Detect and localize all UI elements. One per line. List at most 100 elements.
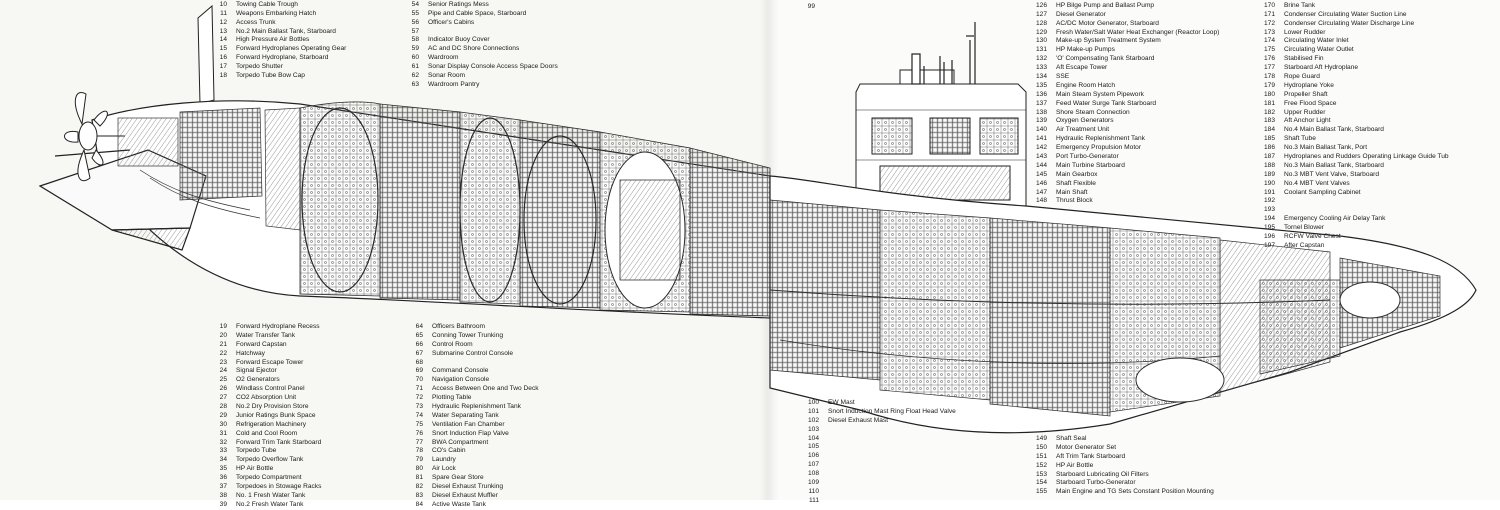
legend-entry-number: 83 [415, 491, 423, 499]
legend-entry-label: HP Bilge Pump and Ballast Pump [1056, 1, 1155, 9]
legend-entry-label: Torpedo Overflow Tank [236, 456, 304, 464]
legend-entry-number: 196 [1263, 233, 1275, 241]
legend-entry-number: 78 [415, 447, 423, 455]
legend-entry-label: Officers Bathroom [432, 323, 486, 330]
legend-entry-number: 141 [1035, 135, 1047, 143]
legend-entry-number: 132 [1035, 55, 1047, 63]
legend-entry-label: Pipe and Cable Space, Starboard [428, 9, 527, 17]
legend-entry-number: 195 [1263, 224, 1275, 232]
legend-entry-label: Emergency Propulsion Motor [1056, 144, 1142, 152]
legend-entry-number: 12 [219, 18, 227, 26]
legend-entry-label: Motor Generator Set [1056, 443, 1117, 451]
legend-entry-number: 180 [1263, 90, 1275, 98]
legend-entry: 107 [806, 461, 956, 470]
legend-entry-number: 137 [1035, 99, 1047, 107]
legend-entry-number: 107 [807, 461, 819, 469]
legend-entry-label: SSE [1056, 73, 1070, 81]
legend-entry-number: 74 [415, 411, 423, 419]
legend-entry-label: Forward Hydroplanes Operating Gear [236, 45, 347, 53]
legend-entry: 98Radar Mast [802, 0, 858, 3]
legend-entry-label: Main Turbine Starboard [1056, 161, 1125, 169]
legend-entry-label: Feed Water Surge Tank Starboard [1056, 99, 1157, 107]
legend-entry-number: 150 [1035, 443, 1047, 451]
legend-entry-label: Sonar Room [428, 72, 466, 80]
legend-entry-number: 178 [1263, 73, 1275, 81]
legend-entry-number: 194 [1263, 215, 1275, 223]
legend-entry-label: Navigation Console [432, 376, 490, 384]
legend-entry-label: HP Air Bottle [236, 465, 274, 473]
legend-entry-label: Condenser Circulating Water Suction Line [1284, 10, 1407, 18]
legend-entry-number: 39 [219, 500, 227, 508]
legend-entry-number: 26 [219, 385, 227, 393]
legend-entry-label: Lower Rudder [1284, 28, 1326, 36]
legend-entry-number: 18 [219, 72, 227, 80]
legend-entry-number: 68 [415, 358, 423, 366]
legend-entry-number: 76 [415, 429, 423, 437]
legend-entry-number: 106 [807, 452, 819, 460]
legend-entry-number: 104 [807, 434, 819, 442]
legend-entry: 108 [806, 470, 956, 479]
legend-entry-label: Diesel Exhaust Trunking [432, 483, 504, 491]
legend-entry-label: High Pressure Air Bottles [236, 36, 310, 44]
legend-entry-label: Shaft Seal [1056, 435, 1087, 442]
legend-entry-number: 29 [219, 411, 227, 419]
legend-entry-label: Main Gearbox [1056, 170, 1098, 178]
legend-entry-number: 111 [808, 496, 819, 504]
legend-entry-label: Aft Trim Tank Starboard [1056, 452, 1126, 460]
legend-entry-label: Forward Capstan [236, 340, 287, 348]
legend-entry-number: 185 [1263, 135, 1275, 143]
legend-entry-label: HP Make-up Pumps [1056, 46, 1115, 54]
legend-entry-number: 54 [411, 0, 419, 8]
legend-entry-label: Radar Mast [824, 0, 858, 3]
legend-entry-number: 70 [415, 376, 423, 384]
stern-internals [117, 107, 301, 231]
legend-entry-number: 154 [1035, 479, 1047, 487]
legend-entry-number: 128 [1035, 19, 1047, 27]
legend-entry-number: 101 [807, 407, 819, 415]
legend-entry-number: 108 [807, 470, 819, 478]
legend-entry-number: 62 [411, 72, 419, 80]
legend-entry-label: No.3 Main Ballast Tank, Starboard [1284, 161, 1384, 169]
legend-entry-label: Main Engine and TG Sets Constant Positio… [1056, 488, 1214, 496]
legend-entry-label: BWA Compartment [432, 438, 489, 446]
legend-entry-label: CO2 Absorption Unit [236, 394, 297, 402]
legend-entry-label: Diesel Generator [1056, 10, 1106, 18]
legend-entry-number: 82 [415, 483, 423, 491]
legend-entry-number: 75 [415, 420, 423, 428]
conning-tower [855, 69, 1027, 207]
legend-entry-label: After Capstan [1284, 241, 1325, 249]
